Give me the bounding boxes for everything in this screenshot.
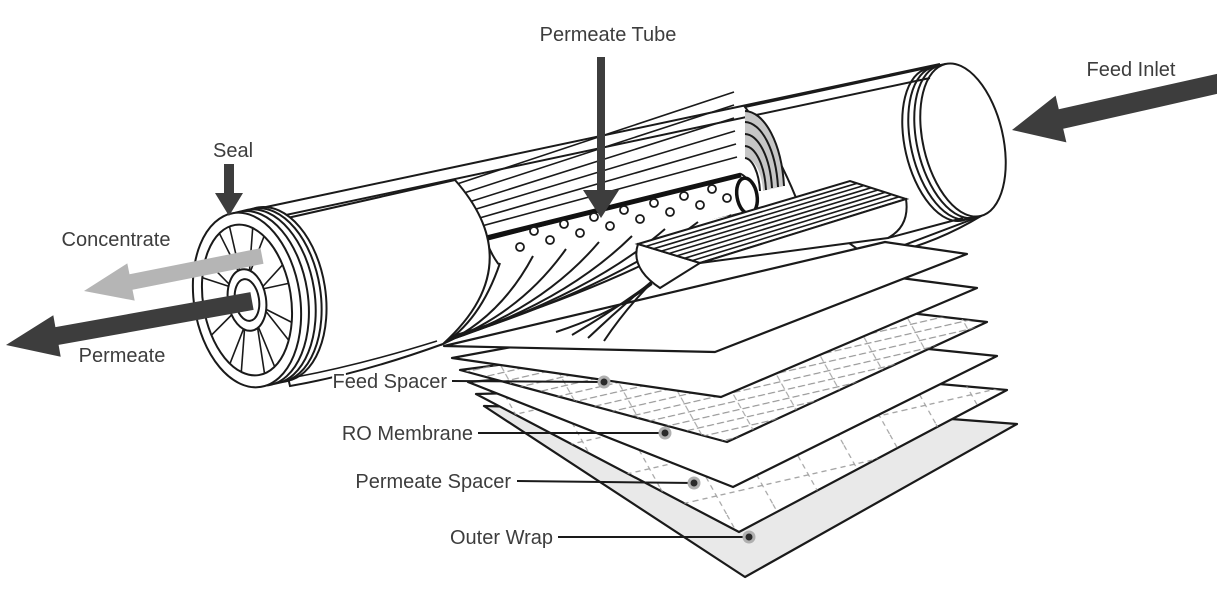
label-concentrate: Concentrate — [62, 229, 171, 251]
spiral-cut-face — [734, 110, 785, 216]
permeate-tube-arrow — [583, 57, 619, 218]
label-feed-spacer: Feed Spacer — [332, 371, 447, 393]
leader-dots — [597, 375, 756, 544]
permeate-tube-top-edge — [485, 172, 742, 241]
tube-perforations — [515, 184, 732, 252]
flow-arrows — [6, 57, 1217, 357]
cut-face-arc — [744, 110, 785, 187]
end-cap-spokes — [201, 226, 293, 374]
concentrate-arrow — [84, 248, 264, 301]
wedge-left-face — [635, 242, 703, 290]
permeate-arrow — [6, 292, 254, 357]
cut-face-arc — [744, 145, 767, 191]
layer-line — [456, 91, 735, 185]
label-permeate: Permeate — [79, 345, 166, 367]
seal-arrow — [215, 164, 243, 216]
top-silhouette-line — [232, 63, 941, 215]
label-seal: Seal — [213, 140, 253, 162]
layer-line — [475, 143, 737, 220]
label-outer-wrap: Outer Wrap — [450, 527, 553, 549]
feed-spacer-leader — [451, 380, 605, 383]
permeate-spacer-leader — [516, 480, 695, 484]
wedge-stripes — [645, 182, 900, 262]
outer-wrap-silhouette — [232, 63, 941, 224]
cut-face-arc — [744, 133, 773, 189]
label-permeate-spacer: Permeate Spacer — [355, 471, 511, 493]
diagram-labels: Permeate Tube Feed Inlet Seal Concentrat… — [60, 22, 1178, 551]
label-permeate-tube: Permeate Tube — [540, 24, 677, 46]
left-cylinder-inner-edge — [295, 340, 438, 378]
label-ro-membrane: RO Membrane — [342, 423, 473, 445]
folded-leaf-wedge — [555, 179, 964, 342]
leader-lines — [451, 375, 756, 544]
cut-face-arc — [744, 157, 761, 192]
label-feed-inlet: Feed Inlet — [1087, 59, 1176, 81]
wedge-to-cylinder-edge — [887, 217, 964, 239]
outer-wrap-edge-line — [247, 77, 931, 224]
cut-face-arc — [744, 121, 779, 188]
feed-inlet-arrow — [1012, 73, 1217, 143]
